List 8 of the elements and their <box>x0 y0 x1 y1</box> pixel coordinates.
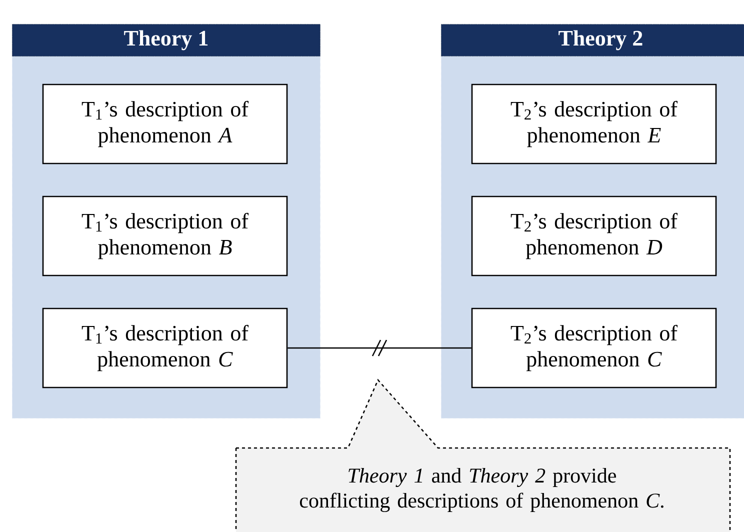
description-box: T$_{2}$’s description of phenomenon C <box>471 308 717 388</box>
conflict-line <box>288 340 472 356</box>
description-box: T$_{1}$’s description of phenomenon A <box>42 84 288 164</box>
description-box: T$_{2}$’s description of phenomenon E <box>471 84 717 164</box>
callout-text: Theory 1 and Theory 2 provide conflicting descriptions of phenomenon C. <box>300 468 664 512</box>
description-box: T$_{1}$’s description of phenomenon C <box>42 308 288 388</box>
description-box: T$_{1}$’s description of phenomenon B <box>42 196 288 276</box>
description-box: T$_{2}$’s description of phenomenon D <box>471 196 717 276</box>
